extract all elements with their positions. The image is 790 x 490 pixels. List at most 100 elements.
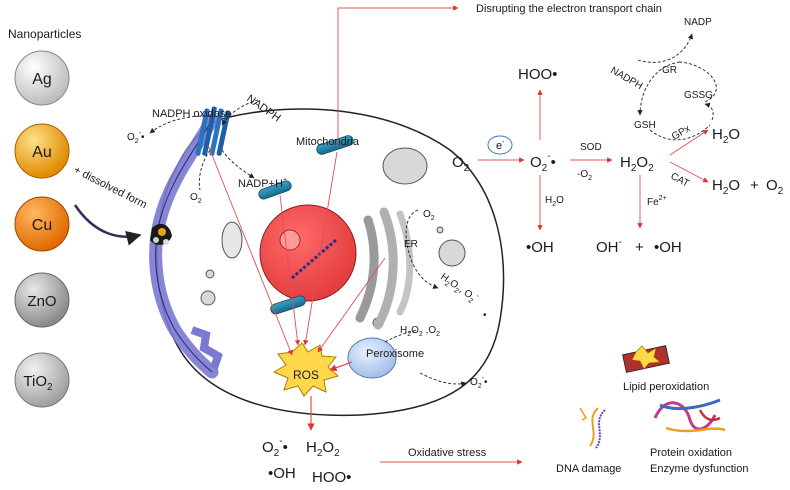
membrane-ribbon-edge: [155, 119, 213, 373]
electron-badge: e-: [487, 135, 513, 155]
gpx-water: H2O: [712, 126, 740, 146]
gsh-label: GSH: [634, 120, 656, 131]
membrane-pore: [150, 223, 172, 245]
membrane-fold: [190, 326, 223, 370]
iron-label: Fe2+: [647, 195, 667, 208]
oxidative-stress-label: Oxidative stress: [408, 447, 487, 459]
nanoparticle-tio2-label: TiO: [23, 373, 47, 390]
lipid-membrane-icon: [622, 345, 670, 373]
nadp-label: NADP: [684, 17, 712, 28]
cat-water-text: H: [712, 177, 723, 194]
nanoparticle-tio2-sub: 2: [47, 382, 53, 393]
er-radical-dot: •: [483, 310, 487, 321]
er-o2-text: O: [423, 209, 431, 220]
bottom-superoxide: O2-•: [262, 436, 288, 459]
vesicle: [221, 221, 243, 259]
entry-arrow: [73, 204, 142, 246]
peroxisome: [347, 337, 397, 379]
nadph-oxidase-protein: [195, 106, 231, 156]
ros-burst: [272, 342, 340, 397]
hydroxyl-radical: •OH: [526, 239, 554, 256]
oxygen-label: O2: [452, 154, 470, 174]
er-o2-label: O2: [423, 209, 435, 222]
h2o2-text: H: [620, 154, 631, 171]
cat-oxygen: O2: [766, 177, 784, 197]
minus-o2-text: -O: [577, 169, 588, 180]
mitochondria-label: Mitochondria: [296, 136, 360, 148]
nanoparticle-cu-label: Cu: [32, 217, 52, 234]
mitochondrion: [258, 180, 292, 200]
cell-superoxide-label: O2-•: [127, 130, 145, 145]
sod-label: SOD: [580, 142, 602, 153]
lipid-peroxidation-label: Lipid peroxidation: [623, 381, 709, 393]
water-text: H: [545, 195, 552, 206]
dna-damage-label: DNA damage: [556, 463, 621, 475]
vesicle: [205, 269, 215, 279]
bottom-hydroxyl: •OH: [268, 465, 296, 482]
nanoparticle-au: Au: [14, 123, 70, 179]
etc-label: Disrupting the electron transport chain: [476, 3, 662, 15]
enzyme-dysfunction-label: Enzyme dysfunction: [650, 463, 748, 475]
mitochondrion: [270, 295, 306, 315]
nanoparticle-zno-label: ZnO: [27, 293, 56, 310]
peroxisome-label: Peroxisome: [366, 348, 424, 360]
electron-text: e-: [496, 139, 505, 152]
svg-text:TiO2: TiO2: [23, 373, 53, 393]
nanoparticle-ag-label: Ag: [32, 71, 52, 88]
water-label: H2O: [545, 195, 564, 208]
fenton-plus: +: [635, 239, 644, 256]
cell-superoxide-text: O: [127, 132, 135, 143]
peroxisome-superoxide-label: O2-•: [470, 375, 488, 390]
nadph-oxidase-label: NADPH oxidase: [152, 108, 231, 120]
superoxide-label: O2-•: [530, 151, 556, 174]
electron-letter: e: [496, 140, 502, 152]
bottom-hoo: HOO•: [312, 469, 351, 486]
bottom-superoxide-text: O: [262, 439, 274, 456]
glutathione-cycle-arrows: [637, 33, 717, 141]
nanoparticle-zno: ZnO: [14, 272, 70, 328]
vacuole: [382, 147, 428, 185]
ros-arrows: [207, 144, 386, 431]
er-products-label: H2O2, O2-: [437, 270, 481, 307]
h2o2-label: H2O2: [620, 154, 654, 174]
hoo-radical: HOO•: [518, 66, 557, 83]
cat-oxygen-text: O: [766, 177, 778, 194]
etc-connector: [337, 5, 459, 145]
protein-oxidation-label: Protein oxidation: [650, 447, 732, 459]
nanoparticles-title: Nanoparticles: [8, 27, 81, 41]
nanoparticle-cu: Cu: [14, 196, 70, 252]
cat-arrow: [669, 161, 709, 183]
nucleolus: [279, 229, 301, 251]
endoplasmic-reticulum: [355, 207, 414, 330]
nanoparticle-tio2: TiO2: [14, 352, 70, 408]
cycle-nadph-label: NADPH: [609, 65, 645, 92]
cell: [149, 106, 505, 417]
nadp-h-text: NADP+H: [238, 178, 283, 190]
cat-label: CAT: [669, 171, 691, 190]
hydroxide-text: OH: [596, 239, 619, 256]
peroxisome-products-text: H: [400, 325, 407, 336]
nadph-plus-h-label: NADP+H+: [238, 177, 287, 190]
iron-charge: 2+: [659, 195, 667, 202]
vesicle: [438, 239, 466, 267]
protein-icon: [653, 398, 726, 433]
cat-water: H2O: [712, 177, 740, 197]
gr-label: GR: [662, 65, 677, 76]
nadp-h-sup: +: [283, 177, 287, 184]
vesicle: [200, 290, 216, 306]
iron-text: Fe: [647, 197, 659, 208]
cell-o2-text: O: [190, 192, 198, 203]
nanoparticle-ag: Ag: [14, 50, 70, 106]
superoxide-text: O: [530, 154, 542, 171]
ros-label: ROS: [293, 368, 319, 382]
bottom-h2o2: H2O2: [306, 439, 340, 459]
cell-dashed-arrows: [149, 99, 467, 387]
bottom-h2o2-text: H: [306, 439, 317, 456]
minus-o2-label: -O2: [577, 169, 592, 182]
gpx-water-text: H: [712, 126, 723, 143]
dna-icon: [579, 407, 606, 449]
vesicle: [436, 226, 444, 234]
nucleus: [259, 204, 357, 302]
